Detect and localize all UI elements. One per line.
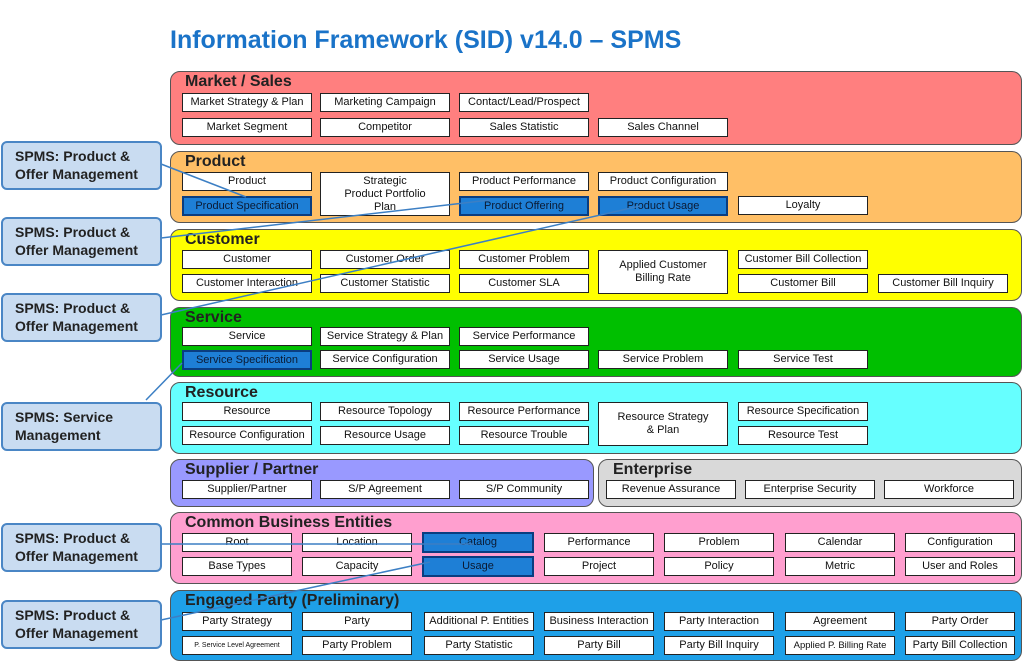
entity-customer-interaction[interactable]: Customer Interaction xyxy=(182,274,312,293)
entity-catalog[interactable]: Catalog xyxy=(422,532,534,553)
domain-resource: Resource xyxy=(170,382,1022,454)
entity-calendar[interactable]: Calendar xyxy=(785,533,895,552)
entity-service-performance[interactable]: Service Performance xyxy=(459,327,589,346)
entity-user-and-roles[interactable]: User and Roles xyxy=(905,557,1015,576)
entity-applied-p-billing-rate[interactable]: Applied P. Billing Rate xyxy=(785,636,895,655)
entity-contact-lead-prospect[interactable]: Contact/Lead/Prospect xyxy=(459,93,589,112)
entity-resource-topology[interactable]: Resource Topology xyxy=(320,402,450,421)
entity-base-types[interactable]: Base Types xyxy=(182,557,292,576)
entity-party-strategy[interactable]: Party Strategy xyxy=(182,612,292,631)
domain-label: Product xyxy=(185,153,246,170)
domain-label: Common Business Entities xyxy=(185,514,393,531)
entity-resource-configuration[interactable]: Resource Configuration xyxy=(182,426,312,445)
entity-revenue-assurance[interactable]: Revenue Assurance xyxy=(606,480,736,499)
entity-business-interaction[interactable]: Business Interaction xyxy=(544,612,654,631)
entity-strategic-product-portfolio-plan[interactable]: Strategic Product Portfolio Plan xyxy=(320,172,450,216)
entity-applied-customer-billing-rate[interactable]: Applied Customer Billing Rate xyxy=(598,250,728,294)
entity-party-bill-collection[interactable]: Party Bill Collection xyxy=(905,636,1015,655)
entity-project[interactable]: Project xyxy=(544,557,654,576)
domain-label: Supplier / Partner xyxy=(185,461,319,478)
entity-party-problem[interactable]: Party Problem xyxy=(302,636,412,655)
entity-sp-community[interactable]: S/P Community xyxy=(459,480,589,499)
entity-root[interactable]: Root xyxy=(182,533,292,552)
entity-service-configuration[interactable]: Service Configuration xyxy=(320,350,450,369)
entity-party-interaction[interactable]: Party Interaction xyxy=(664,612,774,631)
entity-customer[interactable]: Customer xyxy=(182,250,312,269)
entity-sales-channel[interactable]: Sales Channel xyxy=(598,118,728,137)
entity-competitor[interactable]: Competitor xyxy=(320,118,450,137)
entity-product-performance[interactable]: Product Performance xyxy=(459,172,589,191)
entity-service[interactable]: Service xyxy=(182,327,312,346)
entity-service-strategy-plan[interactable]: Service Strategy & Plan xyxy=(320,327,450,346)
entity-problem[interactable]: Problem xyxy=(664,533,774,552)
entity-capacity[interactable]: Capacity xyxy=(302,557,412,576)
entity-product-offering[interactable]: Product Offering xyxy=(459,196,589,216)
domain-label: Market / Sales xyxy=(185,73,292,90)
entity-customer-bill[interactable]: Customer Bill xyxy=(738,274,868,293)
entity-service-problem[interactable]: Service Problem xyxy=(598,350,728,369)
entity-customer-order[interactable]: Customer Order xyxy=(320,250,450,269)
entity-party-statistic[interactable]: Party Statistic xyxy=(424,636,534,655)
entity-usage[interactable]: Usage xyxy=(422,556,534,577)
entity-party-bill[interactable]: Party Bill xyxy=(544,636,654,655)
entity-sp-agreement[interactable]: S/P Agreement xyxy=(320,480,450,499)
entity-service-test[interactable]: Service Test xyxy=(738,350,868,369)
entity-resource-test[interactable]: Resource Test xyxy=(738,426,868,445)
callout-product-offer-management: SPMS: Product & Offer Management xyxy=(1,523,162,572)
entity-policy[interactable]: Policy xyxy=(664,557,774,576)
callout-product-offer-management: SPMS: Product & Offer Management xyxy=(1,217,162,266)
entity-product-specification[interactable]: Product Specification xyxy=(182,196,312,216)
entity-resource-usage[interactable]: Resource Usage xyxy=(320,426,450,445)
entity-metric[interactable]: Metric xyxy=(785,557,895,576)
entity-party-order[interactable]: Party Order xyxy=(905,612,1015,631)
entity-resource-trouble[interactable]: Resource Trouble xyxy=(459,426,589,445)
entity-resource[interactable]: Resource xyxy=(182,402,312,421)
entity-customer-bill-collection[interactable]: Customer Bill Collection xyxy=(738,250,868,269)
entity-workforce[interactable]: Workforce xyxy=(884,480,1014,499)
entity-customer-statistic[interactable]: Customer Statistic xyxy=(320,274,450,293)
entity-product-usage[interactable]: Product Usage xyxy=(598,196,728,216)
domain-label: Resource xyxy=(185,384,258,401)
callout-product-offer-management: SPMS: Product & Offer Management xyxy=(1,293,162,342)
callout-product-offer-management: SPMS: Product & Offer Management xyxy=(1,600,162,649)
entity-product[interactable]: Product xyxy=(182,172,312,191)
entity-party-bill-inquiry[interactable]: Party Bill Inquiry xyxy=(664,636,774,655)
entity-additional-p-entities[interactable]: Additional P. Entities xyxy=(424,612,534,631)
domain-label: Engaged Party (Preliminary) xyxy=(185,592,400,609)
domain-label: Customer xyxy=(185,231,260,248)
entity-supplier-partner[interactable]: Supplier/Partner xyxy=(182,480,312,499)
entity-agreement[interactable]: Agreement xyxy=(785,612,895,631)
entity-market-strategy-plan[interactable]: Market Strategy & Plan xyxy=(182,93,312,112)
entity-party[interactable]: Party xyxy=(302,612,412,631)
entity-market-segment[interactable]: Market Segment xyxy=(182,118,312,137)
callout-service-management: SPMS: Service Management xyxy=(1,402,162,451)
entity-service-specification[interactable]: Service Specification xyxy=(182,350,312,370)
entity-sales-statistic[interactable]: Sales Statistic xyxy=(459,118,589,137)
page-title: Information Framework (SID) v14.0 – SPMS xyxy=(170,26,682,54)
entity-marketing-campaign[interactable]: Marketing Campaign xyxy=(320,93,450,112)
entity-p-service-level-agreement[interactable]: P. Service Level Agreement xyxy=(182,636,292,655)
entity-configuration[interactable]: Configuration xyxy=(905,533,1015,552)
entity-customer-problem[interactable]: Customer Problem xyxy=(459,250,589,269)
entity-resource-specification[interactable]: Resource Specification xyxy=(738,402,868,421)
entity-customer-sla[interactable]: Customer SLA xyxy=(459,274,589,293)
entity-loyalty[interactable]: Loyalty xyxy=(738,196,868,215)
entity-resource-performance[interactable]: Resource Performance xyxy=(459,402,589,421)
entity-customer-bill-inquiry[interactable]: Customer Bill Inquiry xyxy=(878,274,1008,293)
entity-enterprise-security[interactable]: Enterprise Security xyxy=(745,480,875,499)
callout-product-offer-management: SPMS: Product & Offer Management xyxy=(1,141,162,190)
entity-product-configuration[interactable]: Product Configuration xyxy=(598,172,728,191)
entity-location[interactable]: Location xyxy=(302,533,412,552)
entity-service-usage[interactable]: Service Usage xyxy=(459,350,589,369)
entity-performance[interactable]: Performance xyxy=(544,533,654,552)
entity-resource-strategy-plan[interactable]: Resource Strategy & Plan xyxy=(598,402,728,446)
domain-label: Service xyxy=(185,309,242,326)
domain-label: Enterprise xyxy=(613,461,693,478)
domain-market-sales: Market / Sales xyxy=(170,71,1022,145)
